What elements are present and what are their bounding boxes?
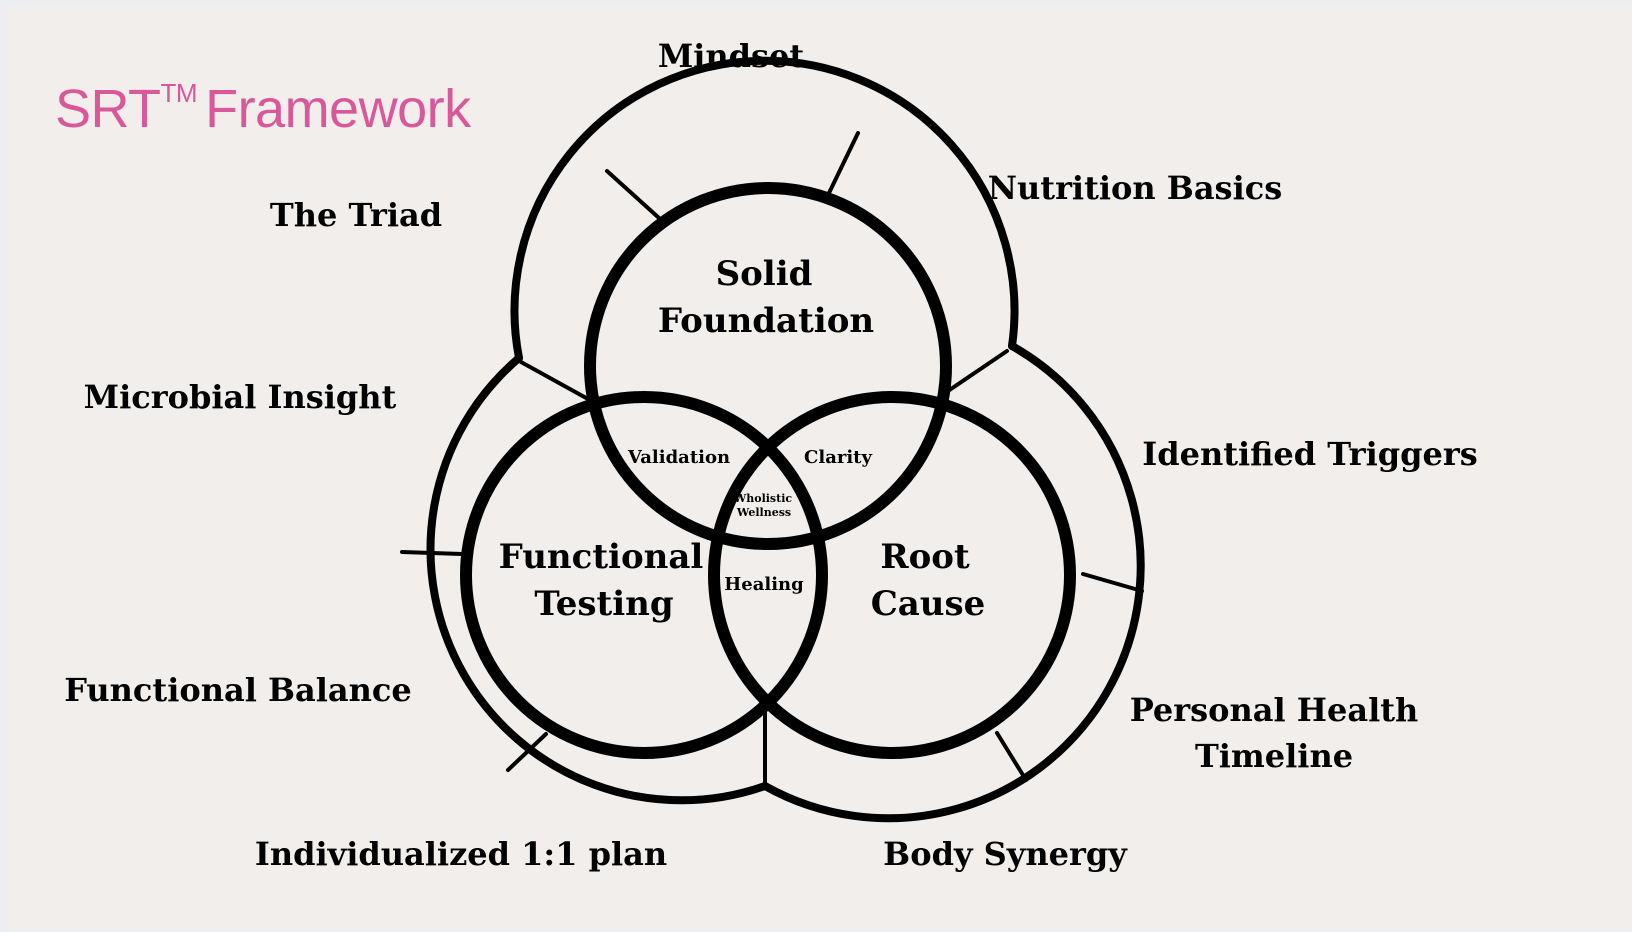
outer-ring-right xyxy=(761,342,1145,823)
circle-solid-foundation xyxy=(584,182,952,550)
label-healing: Healing xyxy=(724,574,804,595)
label-personal-health: Personal Health xyxy=(1130,691,1419,729)
label-foundation: Foundation xyxy=(658,301,874,341)
label-clarity: Clarity xyxy=(804,447,872,468)
circle-functional-testing xyxy=(460,391,828,759)
divider-balance-microbial xyxy=(400,550,464,556)
label-testing: Testing xyxy=(534,584,673,624)
divider-timeline-synergy xyxy=(995,731,1028,782)
divider-microbial-triad xyxy=(519,360,590,401)
divider-mindset-nutrition xyxy=(827,131,860,195)
label-validation: Validation xyxy=(627,447,730,468)
label-individualized-plan: Individualized 1:1 plan xyxy=(255,835,667,873)
srt-venn-diagram: Mindset Nutrition Basics The Triad Micro… xyxy=(64,37,1478,873)
label-solid: Solid xyxy=(716,254,813,294)
label-microbial-insight: Microbial Insight xyxy=(84,378,397,416)
circle-root-cause xyxy=(708,391,1076,759)
label-functional: Functional xyxy=(499,537,704,577)
label-mindset: Mindset xyxy=(658,37,805,75)
label-nutrition-basics: Nutrition Basics xyxy=(988,169,1282,207)
divider-plan-balance xyxy=(506,732,548,772)
label-functional-balance: Functional Balance xyxy=(64,671,412,709)
divider-triad-mindset xyxy=(605,169,661,220)
label-timeline: Timeline xyxy=(1195,737,1353,775)
label-wellness: Wellness xyxy=(736,506,791,519)
label-the-triad: The Triad xyxy=(270,196,442,234)
label-identified-triggers: Identified Triggers xyxy=(1142,435,1478,473)
label-body-synergy: Body Synergy xyxy=(883,835,1128,873)
label-root: Root xyxy=(880,537,970,577)
label-wholistic: Wholistic xyxy=(733,492,792,505)
divider-triggers-timeline xyxy=(1081,572,1144,593)
label-cause: Cause xyxy=(871,584,986,624)
outer-ring-left xyxy=(426,354,769,805)
divider-nutrition-triggers xyxy=(946,349,1009,393)
outer-ring-top xyxy=(510,56,1019,362)
